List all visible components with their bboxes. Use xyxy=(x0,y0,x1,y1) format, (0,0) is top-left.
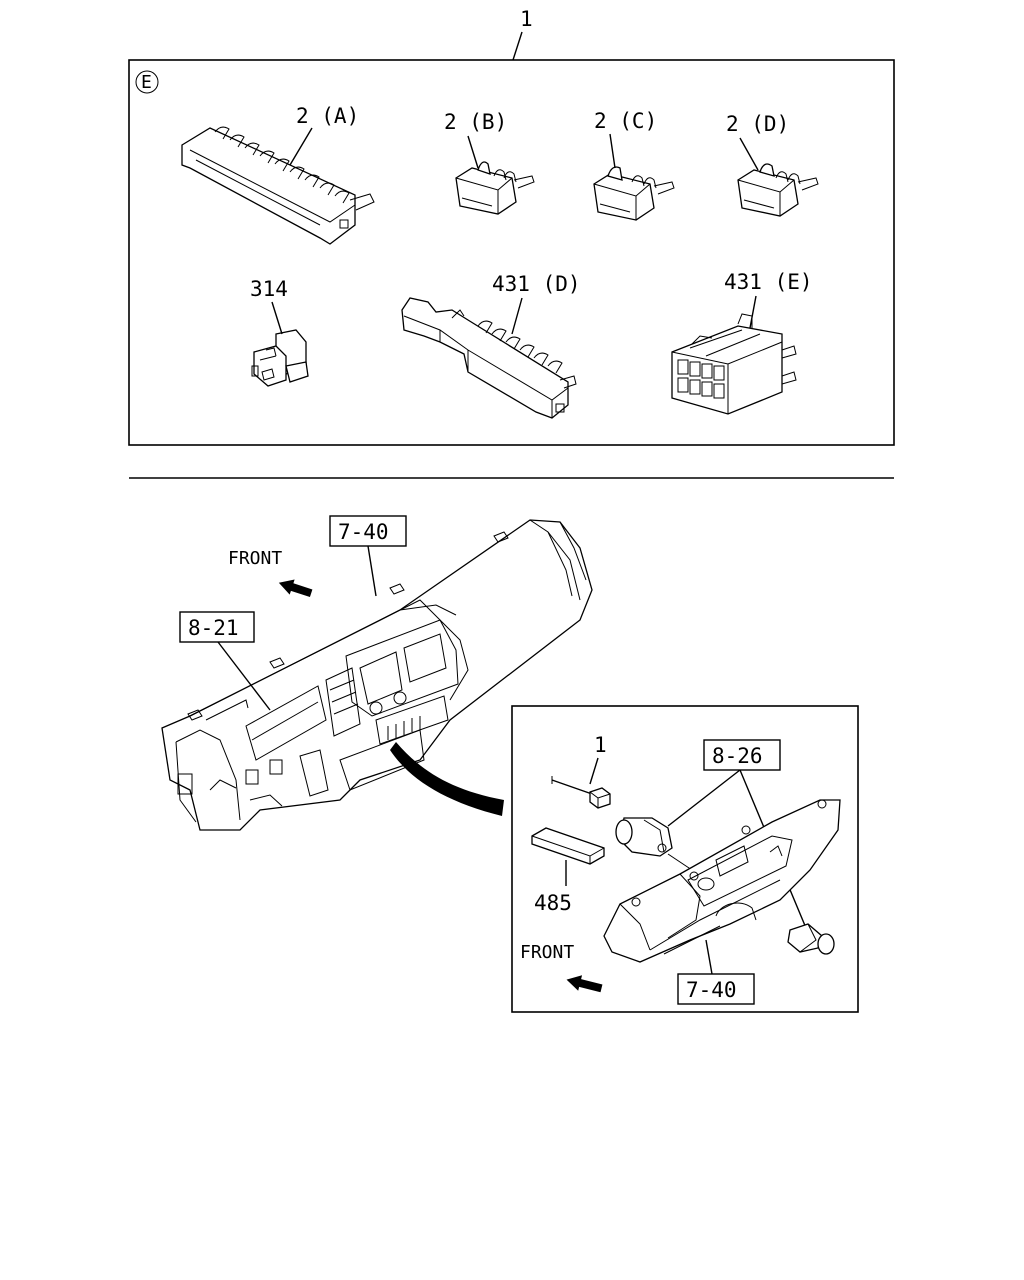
leader-431e xyxy=(749,295,757,329)
connector-2d xyxy=(737,163,819,217)
front-arrow-dash xyxy=(278,579,313,598)
connector-2c xyxy=(593,166,675,221)
svg-text:8-21: 8-21 xyxy=(188,616,239,640)
label-314: 314 xyxy=(250,277,288,301)
kit-symbol: E xyxy=(135,70,159,94)
svg-text:8-26: 8-26 xyxy=(712,744,763,768)
connector-431d xyxy=(401,297,577,419)
cigar-lighter xyxy=(787,923,835,955)
svg-text:7-40: 7-40 xyxy=(338,520,389,544)
label-2a: 2 (A) xyxy=(296,104,359,128)
label-2c: 2 (C) xyxy=(594,109,657,133)
connector-431e xyxy=(671,313,797,415)
leader-2a xyxy=(289,127,313,166)
connector-2a xyxy=(181,126,375,245)
label-2d: 2 (D) xyxy=(726,112,789,136)
svg-text:E: E xyxy=(141,72,152,93)
dashboard-assembly xyxy=(161,519,593,831)
inset-label-485: 485 xyxy=(534,891,572,915)
connector-2b xyxy=(455,161,535,215)
ref-box-8-21[interactable]: 8-21 xyxy=(179,611,255,643)
label-431d: 431 (D) xyxy=(492,272,581,296)
front-label-inset: FRONT xyxy=(520,942,574,963)
ref-box-8-26[interactable]: 8-26 xyxy=(703,739,781,771)
front-arrow-inset xyxy=(566,975,603,993)
detail-pointer xyxy=(390,742,504,816)
top-callout-leader xyxy=(512,31,523,61)
lower-panel xyxy=(603,799,841,963)
connector-314 xyxy=(251,329,309,387)
fuse-puller xyxy=(551,776,611,809)
leader-2b xyxy=(467,135,479,169)
top-callout-label: 1 xyxy=(520,7,533,31)
leader-7-40-inset xyxy=(705,939,713,975)
ref-box-7-40-dash[interactable]: 7-40 xyxy=(329,515,407,547)
ref-box-7-40-inset[interactable]: 7-40 xyxy=(677,973,755,1005)
inset-callout-1: 1 xyxy=(594,733,607,757)
leader-2d xyxy=(739,137,759,171)
front-label-dash: FRONT xyxy=(228,548,282,569)
label-431e: 431 (E) xyxy=(724,270,813,294)
leader-314 xyxy=(271,301,283,335)
leader-431d xyxy=(511,297,523,335)
label-2b: 2 (B) xyxy=(444,110,507,134)
leader-2c xyxy=(609,133,616,169)
leader-8-21 xyxy=(217,641,271,711)
leader-7-40-dash xyxy=(367,545,377,597)
label-plate-485 xyxy=(531,827,605,865)
leader-8-26-a xyxy=(667,769,741,827)
svg-text:7-40: 7-40 xyxy=(686,978,737,1002)
inset-leader-1 xyxy=(589,757,599,785)
